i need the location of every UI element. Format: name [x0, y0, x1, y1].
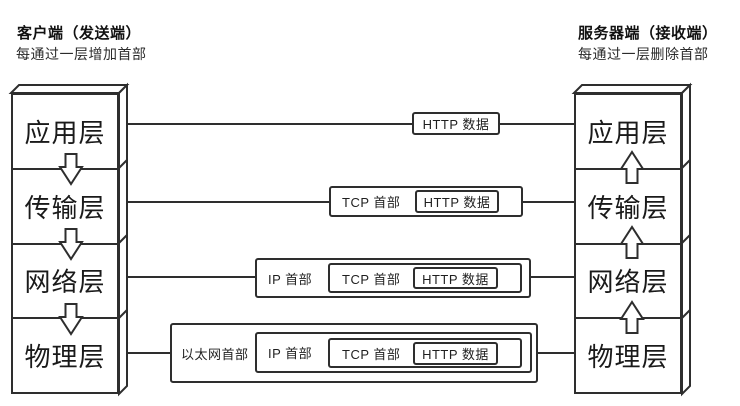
http-data-label: HTTP 数据	[422, 117, 490, 132]
client-stack-top-face	[8, 84, 130, 94]
client-title: 客户端（发送端）	[17, 25, 142, 42]
packet-http-data-row3: HTTP 数据	[413, 267, 498, 289]
server-subtitle: 每通过一层删除首部	[578, 46, 709, 62]
packet-http-data-row1: HTTP 数据	[412, 112, 500, 135]
tcp-header-label: TCP 首部	[342, 271, 401, 287]
tcp-header-label: TCP 首部	[342, 195, 401, 210]
server-side-tick	[681, 234, 691, 244]
client-layer-application: 应用层	[24, 117, 106, 148]
server-layer-transport: 传输层	[576, 167, 680, 243]
http-data-label: HTTP 数据	[423, 195, 491, 210]
client-subtitle: 每通过一层增加首部	[16, 46, 147, 62]
client-stack-side-face	[118, 82, 128, 397]
client-layer-transport: 传输层	[13, 167, 117, 243]
server-title: 服务器端（接收端）	[578, 25, 718, 42]
server-stack-top-face	[571, 84, 693, 94]
client-layer-physical: 物理层	[13, 317, 117, 392]
server-layer-physical: 物理层	[576, 317, 680, 392]
server-stack-side-face	[681, 82, 691, 397]
packet-http-data-row2: HTTP 数据	[415, 190, 499, 213]
tcp-header-label: TCP 首部	[342, 346, 401, 362]
ip-header-label: IP 首部	[268, 271, 313, 287]
client-layer-network: 网络层	[13, 242, 117, 318]
server-side-tick	[681, 309, 691, 319]
http-data-label: HTTP 数据	[422, 271, 489, 287]
client-stack: 应用层 传输层 网络层 物理层	[11, 93, 119, 394]
ethernet-header-label: 以太网首部	[181, 346, 249, 362]
ip-header-label: IP 首部	[268, 346, 313, 361]
server-side-tick	[681, 159, 691, 169]
client-side-tick	[118, 309, 128, 319]
client-side-tick	[118, 234, 128, 244]
http-data-label: HTTP 数据	[422, 347, 489, 362]
server-layer-application: 应用层	[587, 117, 669, 148]
client-side-tick	[118, 159, 128, 169]
server-stack: 应用层 传输层 网络层 物理层	[574, 93, 682, 394]
server-layer-network: 网络层	[576, 242, 680, 318]
packet-http-data-row4: HTTP 数据	[413, 342, 498, 365]
